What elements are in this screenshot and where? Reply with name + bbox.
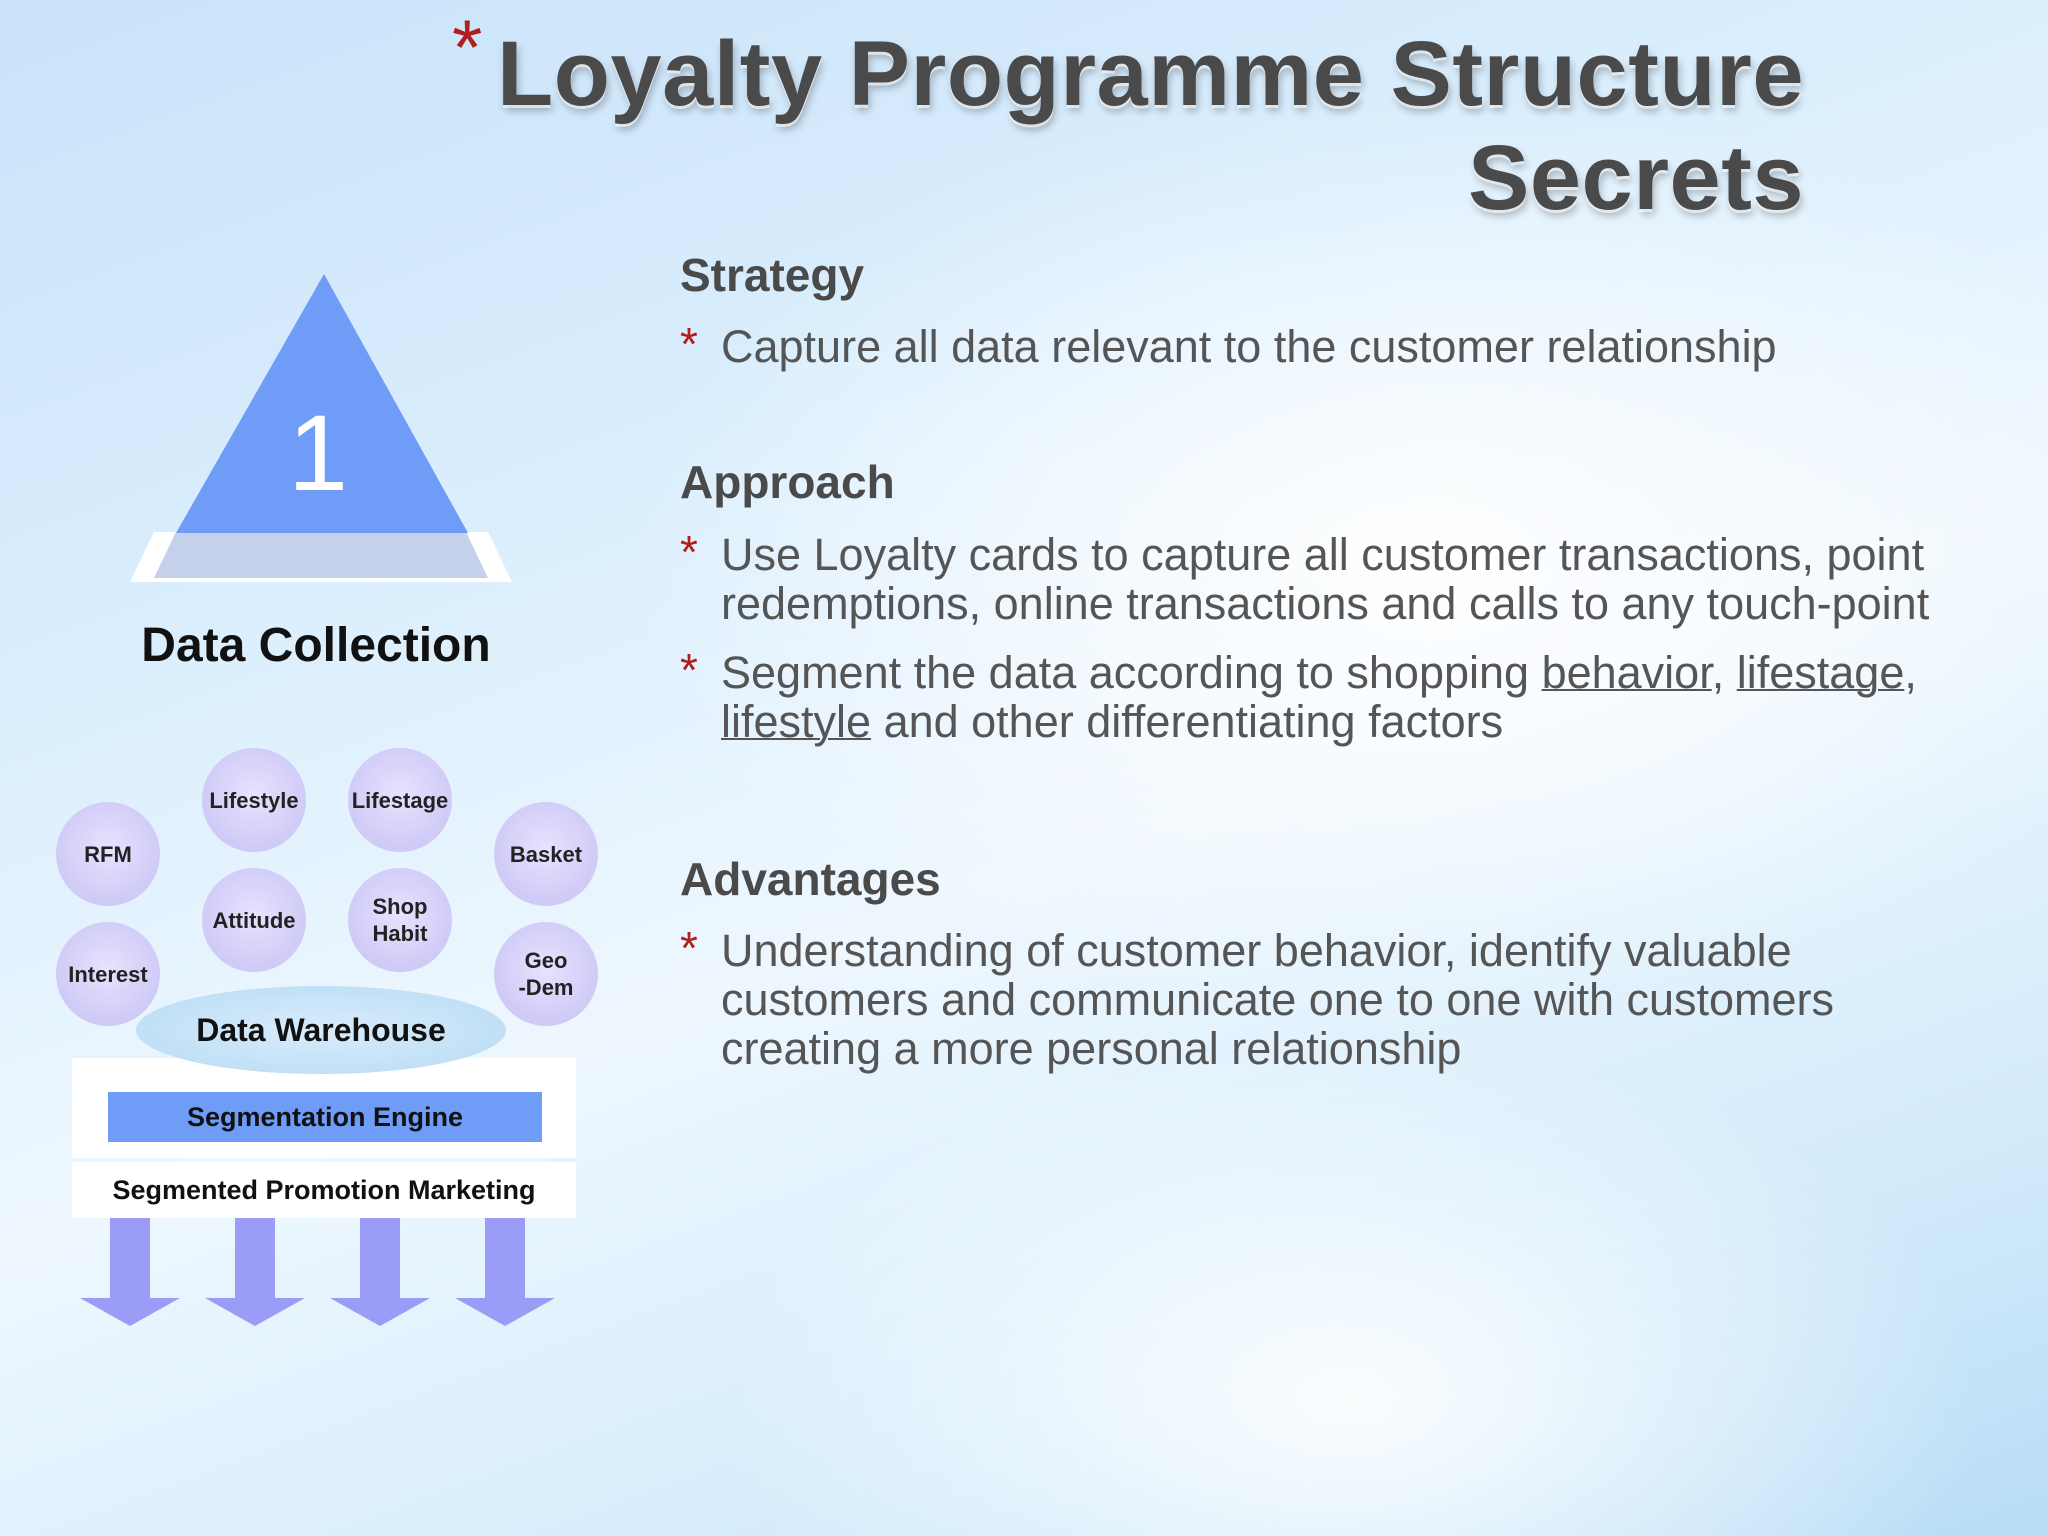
pyramid-number: 1 xyxy=(287,392,349,513)
underlined-term: lifestage xyxy=(1736,647,1905,698)
down-arrow-icon xyxy=(205,1218,305,1326)
bullet-text-part: Use Loyalty cards to capture all custome… xyxy=(721,529,1930,629)
bubble-interest: Interest xyxy=(56,922,160,1026)
bullet-text: Capture all data relevant to the custome… xyxy=(721,322,2020,371)
bubble-basket: Basket xyxy=(494,802,598,906)
title-line-2: Secrets xyxy=(1468,127,1804,229)
down-arrow-icon xyxy=(330,1218,430,1326)
bullet-advantages-1: * Understanding of customer behavior, id… xyxy=(680,922,1980,1074)
bullet-text: Use Loyalty cards to capture all custome… xyxy=(721,530,2030,628)
bullet-text: Segment the data according to shopping b… xyxy=(721,648,2030,746)
bubble-geo-dem: Geo -Dem xyxy=(494,922,598,1026)
pyramid-top xyxy=(176,274,468,533)
bubble-rfm: RFM xyxy=(56,802,160,906)
title-line-1: Loyalty Programme Structure xyxy=(497,23,1804,125)
pyramid-band xyxy=(154,532,488,578)
slide-title: Loyalty Programme Structure Secrets xyxy=(404,22,1804,230)
bullet-text-part: Understanding of customer behavior, iden… xyxy=(721,925,1835,1074)
heading-approach: Approach xyxy=(680,456,895,508)
underlined-term: behavior xyxy=(1541,647,1712,698)
bullet-asterisk-icon: * xyxy=(680,922,698,974)
segmentation-engine: Segmentation Engine xyxy=(108,1092,542,1142)
underlined-term: lifestyle xyxy=(721,696,872,747)
data-collection-label: Data Collection xyxy=(141,619,491,672)
bullet-asterisk-icon: * xyxy=(680,318,698,370)
bubble-lifestyle: Lifestyle xyxy=(202,748,306,852)
down-arrow-icon xyxy=(455,1218,555,1326)
bullet-strategy-1: * Capture all data relevant to the custo… xyxy=(680,318,2020,372)
data-warehouse: Data Warehouse xyxy=(136,986,506,1074)
bubble-attitude: Attitude xyxy=(202,868,306,972)
segmented-promotion-marketing: Segmented Promotion Marketing xyxy=(72,1162,576,1218)
heading-advantages: Advantages xyxy=(680,853,941,905)
bullet-text-part: Segment the data according to shopping xyxy=(721,647,1542,698)
bullet-asterisk-icon: * xyxy=(680,526,698,578)
down-arrow-icon xyxy=(80,1218,180,1326)
bubble-shop-habit: Shop Habit xyxy=(348,868,452,972)
bullet-approach-2: * Segment the data according to shopping… xyxy=(680,644,2030,747)
bullet-asterisk-icon: * xyxy=(680,644,698,696)
heading-strategy: Strategy xyxy=(680,249,865,301)
title-asterisk-icon: * xyxy=(452,3,483,91)
bullet-text-part: Capture all data relevant to the custome… xyxy=(721,321,1777,372)
bullet-text: Understanding of customer behavior, iden… xyxy=(721,926,1980,1073)
bullet-approach-1: * Use Loyalty cards to capture all custo… xyxy=(680,526,2030,629)
bubble-lifestage: Lifestage xyxy=(348,748,452,852)
bullet-text-part: , xyxy=(1904,647,1917,698)
bullet-text-part: , xyxy=(1711,647,1737,698)
bullet-text-part: and other differentiating factors xyxy=(871,696,1504,747)
